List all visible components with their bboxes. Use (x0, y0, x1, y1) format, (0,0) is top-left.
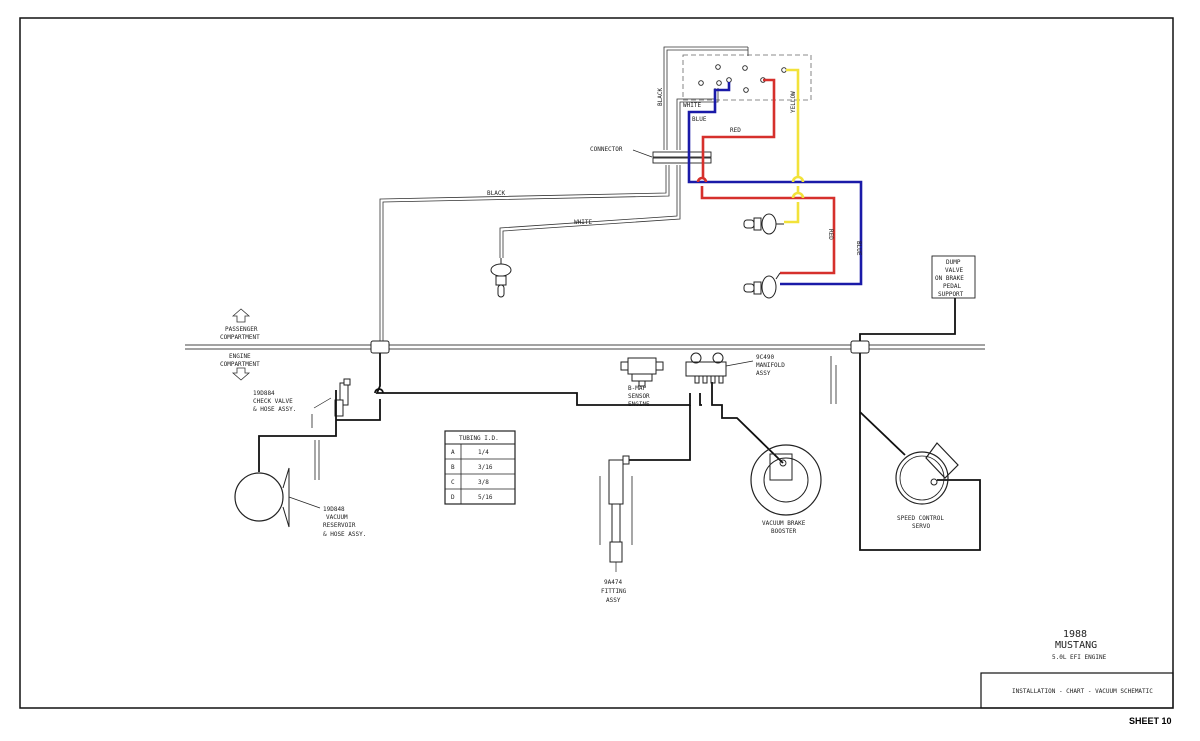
title-chart-name: INSTALLATION - CHART - VACUUM SCHEMATIC (1012, 688, 1153, 695)
fitting-label-2: FITTING (601, 588, 627, 595)
tubing-table-header: TUBING I.D. (459, 435, 499, 442)
tubing-row-c-code: C (451, 479, 455, 486)
engine-compartment-label-2: COMPARTMENT (220, 361, 260, 368)
reservoir-label-3: RESERVOIR (323, 522, 356, 529)
tubing-table (444, 430, 516, 505)
manifold-label-3: ASSY (756, 370, 771, 377)
reservoir-label-4: & HOSE ASSY. (323, 531, 366, 538)
passenger-compartment-label-1: PASSENGER (225, 326, 258, 333)
reservoir-label-1: 19D848 (323, 506, 345, 513)
title-block-box (980, 672, 1174, 709)
connector-label: CONNECTOR (590, 146, 623, 153)
vacuum-hose-network (336, 353, 981, 551)
yellow-wire-lower-2 (784, 202, 800, 224)
black-wire-horizontal-label: BLACK (487, 190, 505, 197)
reservoir-hose (258, 420, 337, 472)
left-firewall-grommet (370, 340, 390, 354)
dump-valve-label-3: ON BRAKE (935, 275, 964, 282)
manifold-label-2: MANIFOLD (756, 362, 785, 369)
fitting-assy (599, 455, 633, 572)
tubing-row-d-code: D (451, 494, 455, 501)
white-wire (499, 88, 719, 258)
title-model: MUSTANG (1055, 640, 1097, 651)
blue-wire (687, 82, 863, 286)
engine-compartment-label-1: ENGINE (229, 353, 251, 360)
tubing-row-b-size: 3/16 (478, 464, 493, 471)
servo-label-2: SERVO (912, 523, 930, 530)
red-wire-vertical-label: RED (827, 229, 834, 240)
red-wire-top-label: RED (730, 127, 741, 134)
red-wire-lower (700, 186, 836, 275)
reservoir-label-2: VACUUM (326, 514, 348, 521)
sheet-border (19, 17, 1174, 709)
passenger-compartment-label-2: COMPARTMENT (220, 334, 260, 341)
blue-wire-vertical-label: BLUE (855, 241, 862, 256)
tubing-row-a-code: A (451, 449, 455, 456)
dump-valve-label-4: PEDAL (943, 283, 961, 290)
servo-label-1: SPEED CONTROL (897, 515, 944, 522)
check-valve-label-1: 19D884 (253, 390, 275, 397)
dump-valve-label-5: SUPPORT (938, 291, 964, 298)
speed-control-servo (859, 411, 959, 505)
black-wire-vertical-label: BLACK (657, 88, 664, 106)
lower-right-switch (743, 272, 781, 299)
left-brake-switch (490, 258, 512, 298)
manifold-label-1: 9C490 (756, 354, 774, 361)
right-firewall-grommet (850, 340, 870, 354)
tubing-row-a-size: 1/4 (478, 449, 489, 456)
tubing-row-b-code: B (451, 464, 455, 471)
yellow-wire-hop-2 (791, 191, 805, 199)
white-wire-top-label: WHITE (683, 102, 701, 109)
red-wire (701, 78, 776, 178)
map-sensor-label-3: ENGINE (628, 401, 650, 408)
dump-valve-hose (859, 298, 956, 341)
engine-compartment-arrow (231, 367, 251, 381)
tubing-row-d-size: 5/16 (478, 494, 493, 501)
black-wire (379, 46, 749, 345)
yellow-wire-label: YELLOW (790, 91, 797, 113)
dashed-connector-outline (682, 54, 812, 101)
check-valve (313, 378, 351, 420)
inline-connector (632, 149, 712, 164)
title-engine: 5.0L EFI ENGINE (1052, 654, 1107, 661)
sheet-number: SHEET 10 (1129, 716, 1172, 726)
title-year: 1988 (1063, 629, 1087, 640)
dump-valve-box (931, 255, 976, 299)
manifold-assy (685, 352, 754, 384)
white-wire-horizontal-label: WHITE (574, 219, 592, 226)
map-sensor (620, 357, 664, 387)
brake-booster-label-1: VACUUM BRAKE (762, 520, 806, 527)
vacuum-brake-booster (750, 356, 837, 516)
fitting-label-1: 9A474 (604, 579, 622, 586)
map-sensor-label-2: SENSOR (628, 393, 650, 400)
vacuum-reservoir (234, 414, 321, 528)
tubing-row-c-size: 3/8 (478, 479, 489, 486)
fitting-label-3: ASSY (606, 597, 621, 604)
brake-booster-label-2: BOOSTER (771, 528, 797, 535)
upper-right-switch (743, 213, 784, 235)
yellow-wire-hop (791, 175, 805, 183)
check-valve-label-2: CHECK VALVE (253, 398, 293, 405)
blue-wire-top-label: BLUE (692, 116, 707, 123)
red-wire-hop (696, 176, 708, 183)
passenger-compartment-arrow (231, 308, 251, 323)
check-valve-label-3: & HOSE ASSY. (253, 406, 296, 413)
dump-valve-label-2: VALVE (945, 267, 963, 274)
dump-valve-label-1: DUMP (946, 259, 961, 266)
map-sensor-label-1: B-MAP (628, 385, 646, 392)
yellow-wire (786, 68, 800, 178)
